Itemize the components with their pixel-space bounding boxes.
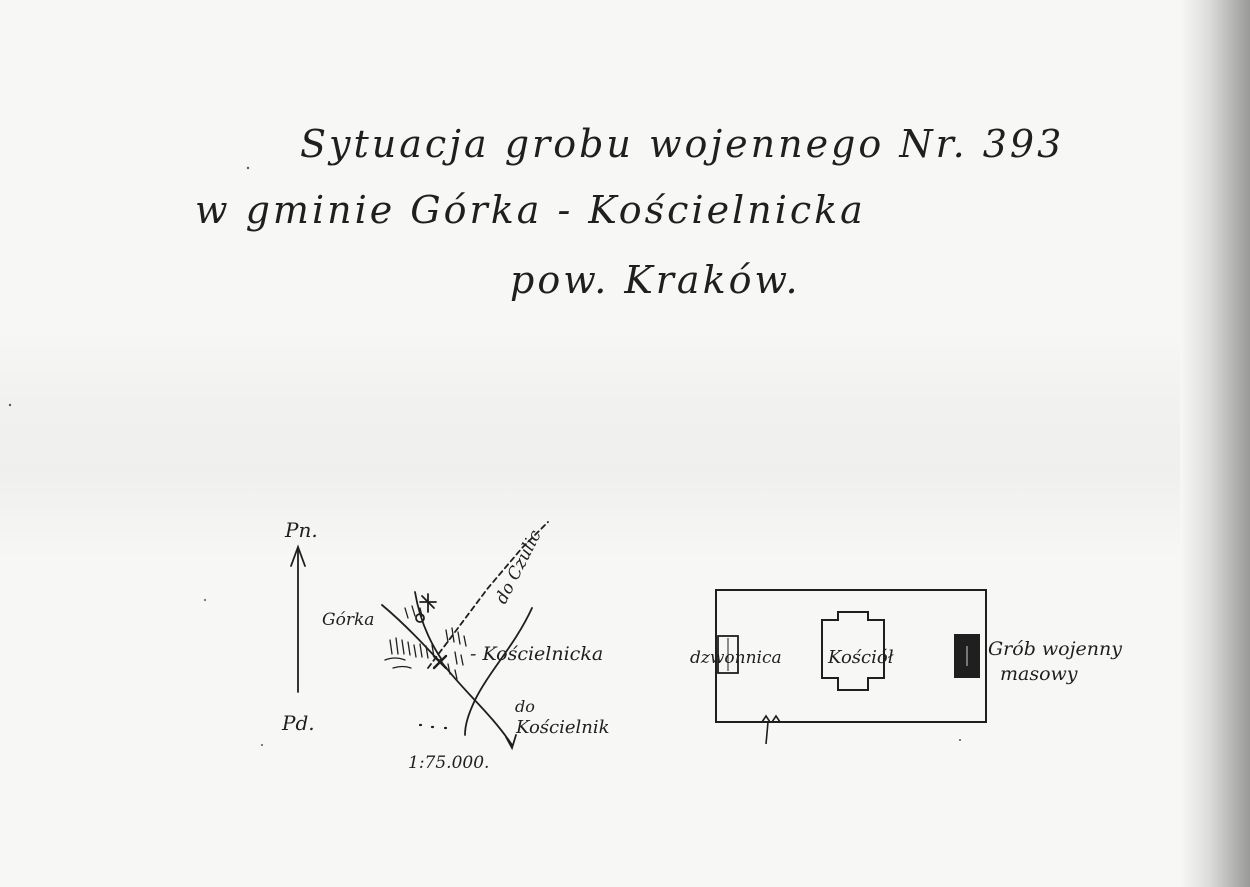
road-village [414,591,443,661]
road-czulice-label: do Czulic [492,527,546,608]
road-to-czulice [427,521,549,669]
location-map [290,521,549,751]
village-dot [415,613,425,623]
title-line-1: Sytuacja grobu wojennego Nr. 393 [300,122,1065,166]
road-west [381,604,439,661]
site-plan [715,589,987,745]
church-label: Kościół [827,647,894,668]
sketch-drawing: Pn. Pd. Górka - Kościelnicka do Czulic d… [8,166,1122,773]
scale-dots [418,723,448,730]
grave-label-1: Grób wojenny [988,638,1122,660]
village-koscielnicka-label: - Kościelnicka [470,643,603,665]
north-label: Pn. [284,518,318,542]
village-gorka-label: Górka [322,610,374,630]
paper-texture [0,330,1180,560]
road-koscielniki-label-2: Kościelnik [515,717,610,738]
grave-label-2: masowy [1000,663,1078,685]
grave-mark-icon [432,654,448,670]
page-gutter-shadow [1180,0,1250,887]
church-outline [821,611,885,691]
south-label: Pd. [281,711,315,735]
belfry [717,635,739,674]
map-scale: 1:75.000. [408,753,489,773]
gate-mark [761,714,781,745]
title-line-3: pow. Kraków. [510,258,801,302]
road-to-koscielniki-arrow [505,734,517,751]
road-to-koscielniki [439,659,513,746]
settlement-hatching [384,605,467,680]
road-koscielniki-label-1: do [515,697,535,716]
belfry-label: dzwonnica [690,648,782,668]
church-mark-icon [419,593,437,613]
stream [464,607,533,736]
paper-specks [8,166,961,746]
title-line-2: w gminie Górka - Kościelnicka [195,188,866,232]
cemetery-enclosure [715,589,987,723]
north-arrow-head [290,544,306,567]
